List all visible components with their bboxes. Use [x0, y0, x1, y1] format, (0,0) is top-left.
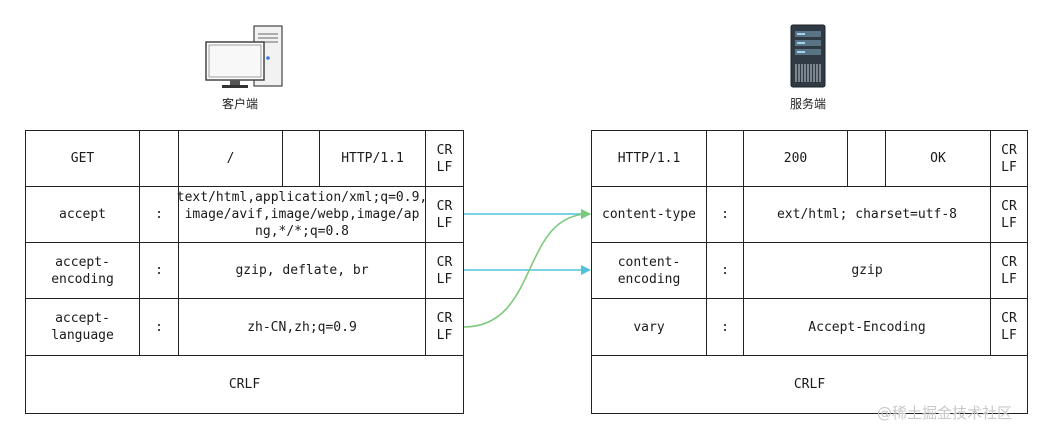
header-value-cell: text/html,application/xml;q=0.9, image/a…	[177, 186, 427, 243]
request-path-cell: /	[178, 130, 283, 187]
status-crlf-cell: CR LF	[990, 130, 1028, 187]
header-sep-cell: :	[139, 298, 179, 356]
watermark: @稀土掘金技术社区	[877, 404, 1013, 422]
status-space-cell	[706, 130, 744, 187]
header-sep-cell: :	[706, 242, 744, 299]
header-sep-cell: :	[706, 186, 744, 243]
server-caption: 服务端	[790, 97, 827, 111]
final-crlf-cell: CRLF	[591, 355, 1028, 414]
server-rack-icon	[790, 24, 826, 88]
header-crlf-cell: CR LF	[425, 186, 464, 243]
header-sep-cell: :	[139, 242, 179, 299]
header-crlf-cell: CR LF	[425, 242, 464, 299]
header-crlf-cell: CR LF	[990, 242, 1028, 299]
header-name-cell: accept- encoding	[25, 242, 140, 299]
arrow-accept-language-to-content-type	[463, 209, 591, 328]
header-sep-cell: :	[139, 186, 179, 243]
status-code-cell: 200	[743, 130, 848, 187]
header-value-cell: gzip, deflate, br	[178, 242, 426, 299]
request-method-cell: GET	[25, 130, 140, 187]
header-value-cell: Accept-Encoding	[743, 298, 991, 356]
desktop-computer-icon	[205, 25, 283, 88]
final-crlf-cell: CRLF	[25, 355, 464, 414]
header-name-cell: content- encoding	[591, 242, 707, 299]
header-value-cell: ext/html; charset=utf-8	[743, 186, 991, 243]
client-caption: 客户端	[222, 97, 259, 111]
request-version-cell: HTTP/1.1	[319, 130, 426, 187]
request-space-cell	[282, 130, 320, 187]
